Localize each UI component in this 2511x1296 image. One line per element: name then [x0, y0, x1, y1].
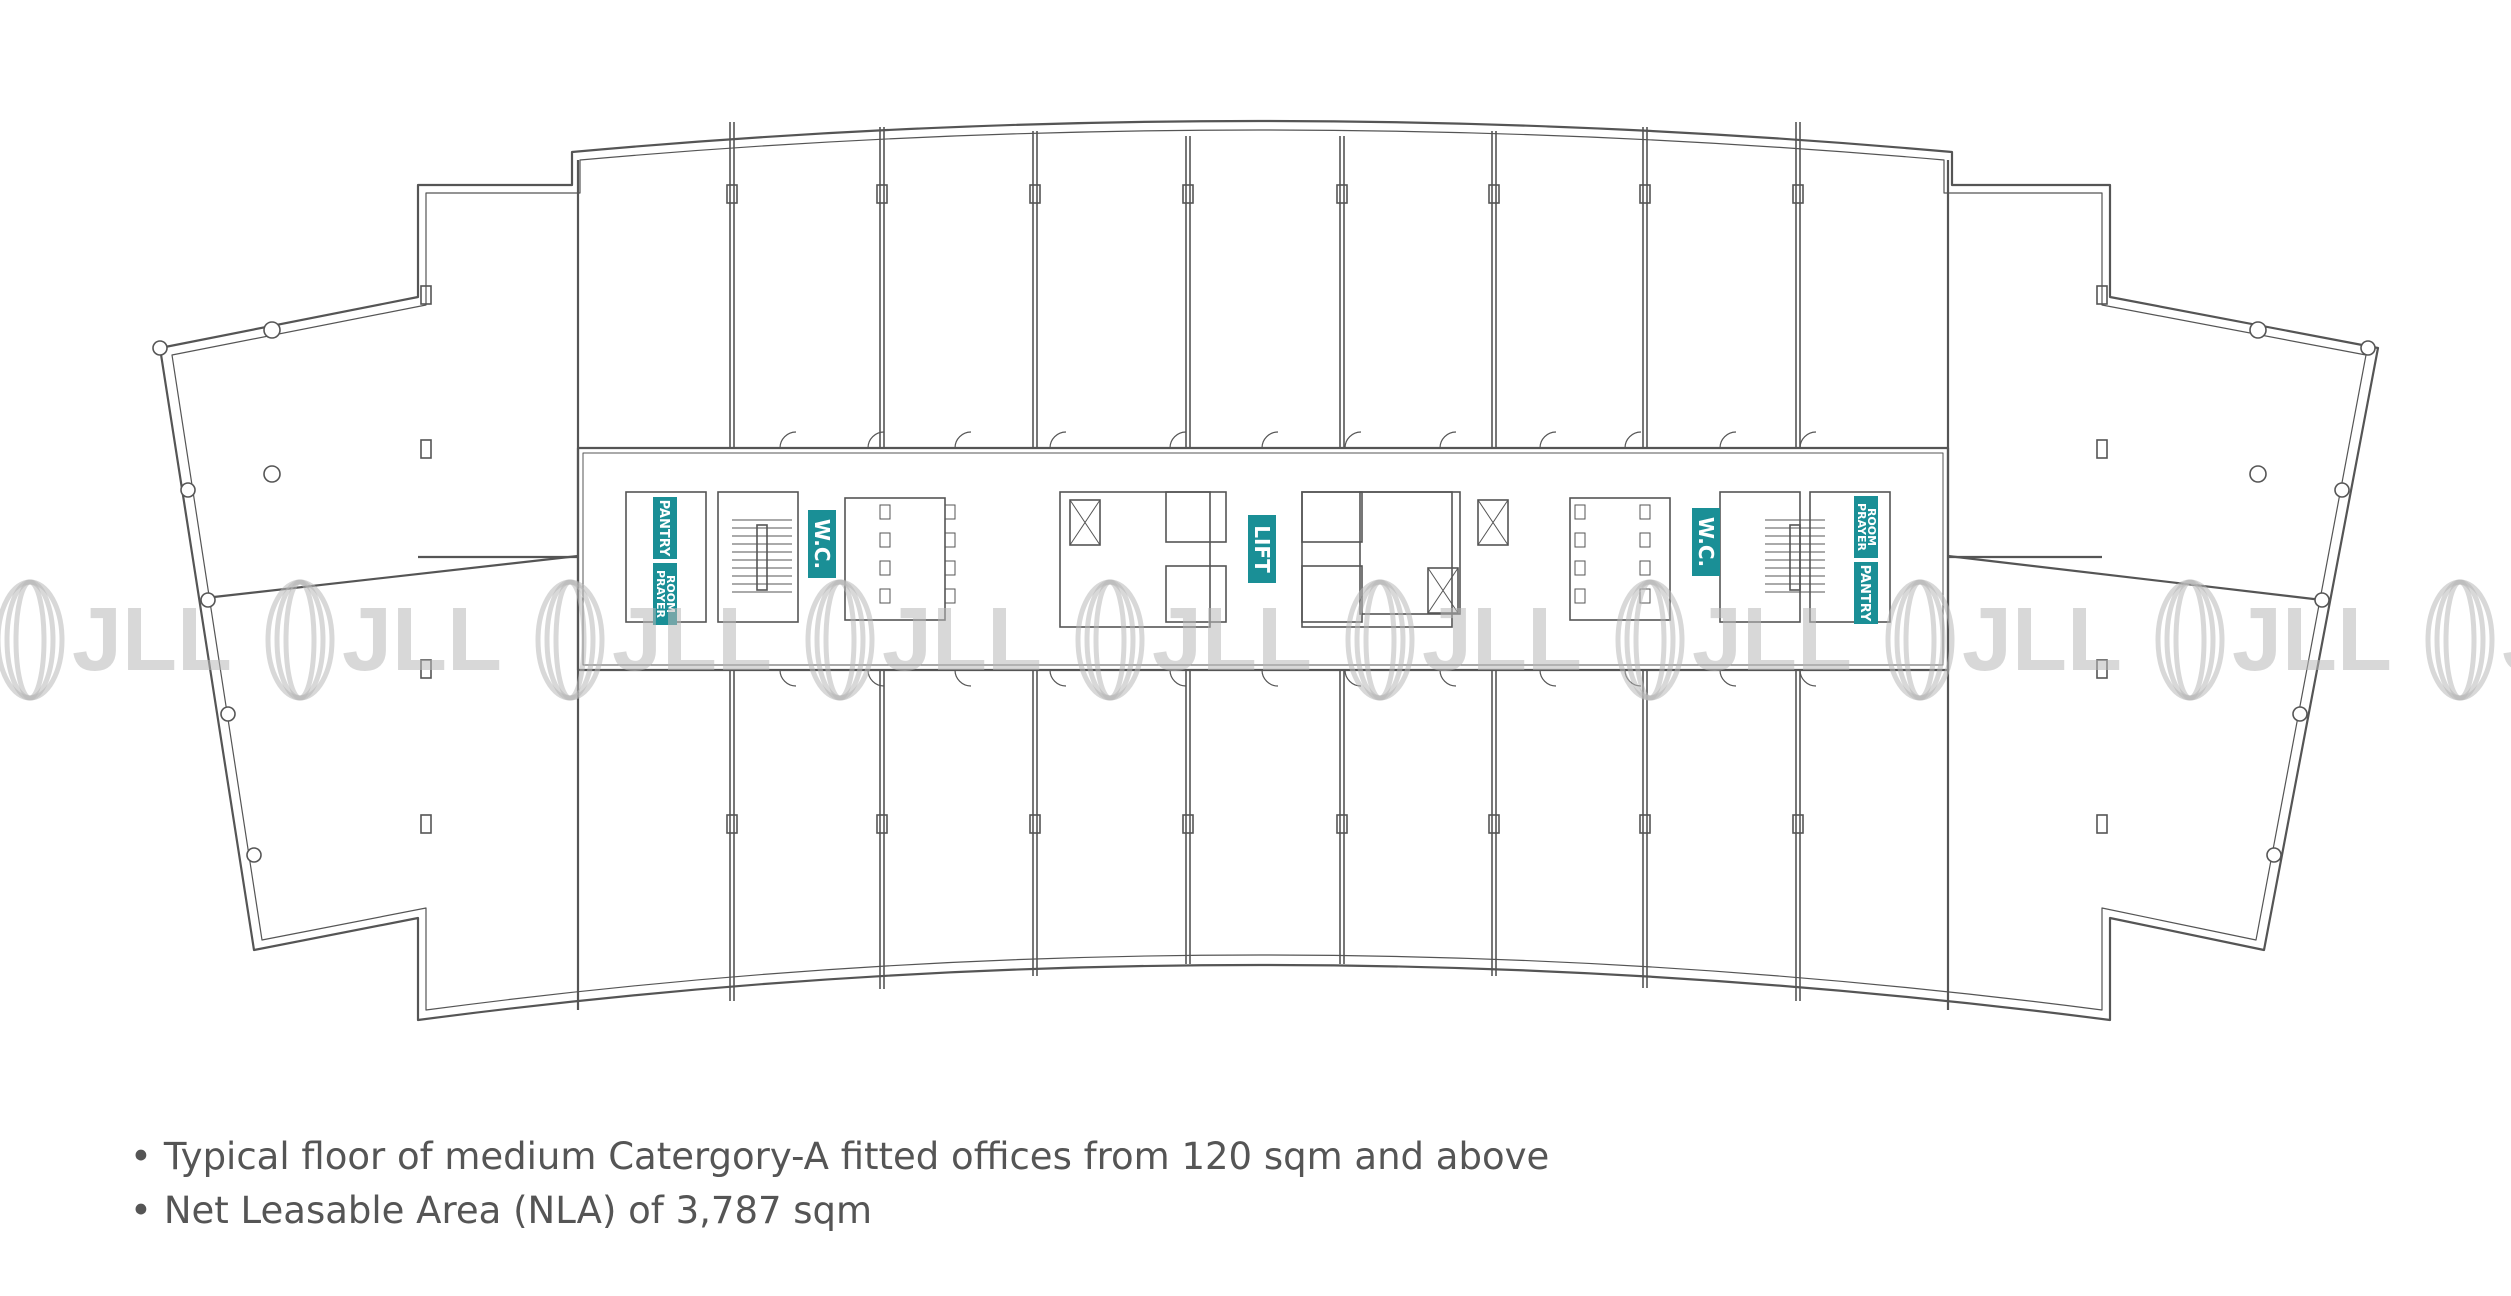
watermark: JLL	[1615, 579, 1852, 701]
watermark: JLL	[1345, 579, 1582, 701]
watermark: JLL	[1885, 579, 2122, 701]
watermark: JLL	[1075, 579, 1312, 701]
watermark-text: JLL	[1692, 590, 1852, 690]
watermark: JLL	[2155, 579, 2392, 701]
watermark: JLL	[265, 579, 502, 701]
watermark-text: JLL	[1152, 590, 1312, 690]
facade-columns	[152, 321, 2376, 863]
svg-text:PRAYER: PRAYER	[1855, 503, 1868, 551]
label-wc-left: W.C.	[808, 510, 836, 578]
watermark-text: JLL	[342, 590, 502, 690]
svg-text:W.C.: W.C.	[1694, 517, 1718, 567]
building-core	[625, 431, 1891, 687]
floor-notes: Typical floor of medium Catergory-A fitt…	[130, 1130, 1549, 1238]
label-lift: LIFT	[1248, 515, 1276, 583]
watermark: JLL	[2425, 579, 2511, 701]
office-bays	[420, 122, 2108, 1001]
label-pantry-left-text: PANTRY	[656, 500, 671, 557]
watermark-text: JLL	[72, 590, 232, 690]
watermark-text: JLL	[1422, 590, 1582, 690]
watermark-text: JLL	[2232, 590, 2392, 690]
label-wc-right: W.C.	[1692, 508, 1720, 576]
watermark: JLL	[535, 579, 772, 701]
watermark-text: JLL	[1962, 590, 2122, 690]
note-typical-floor: Typical floor of medium Catergory-A fitt…	[130, 1130, 1549, 1184]
watermark-text: JLL	[2502, 590, 2511, 690]
watermark: JLL	[805, 579, 1042, 701]
watermark-row: JLLJLLJLLJLLJLLJLLJLLJLLJLLJLLJLL	[0, 579, 2511, 701]
note-nla: Net Leasable Area (NLA) of 3,787 sqm	[130, 1184, 1549, 1238]
label-pantry-left: PANTRY	[653, 497, 677, 559]
building-outline	[158, 119, 2380, 1022]
svg-text:ROOM: ROOM	[664, 575, 677, 613]
svg-text:PRAYER: PRAYER	[654, 570, 667, 618]
svg-text:LIFT: LIFT	[1250, 525, 1274, 573]
watermark: JLL	[0, 579, 232, 701]
svg-text:PANTRY: PANTRY	[1857, 565, 1872, 622]
watermark-text: JLL	[882, 590, 1042, 690]
floor-plan: PANTRY PRAYER ROOM W.C. LIFT W.C. PRAYER…	[0, 119, 2511, 1022]
label-prayer-right: PRAYER ROOM	[1854, 496, 1878, 558]
label-prayer-left: PRAYER ROOM	[653, 563, 677, 625]
label-pantry-right: PANTRY	[1854, 562, 1878, 624]
svg-text:ROOM: ROOM	[1865, 508, 1878, 546]
watermark-text: JLL	[612, 590, 772, 690]
svg-text:W.C.: W.C.	[810, 519, 834, 569]
